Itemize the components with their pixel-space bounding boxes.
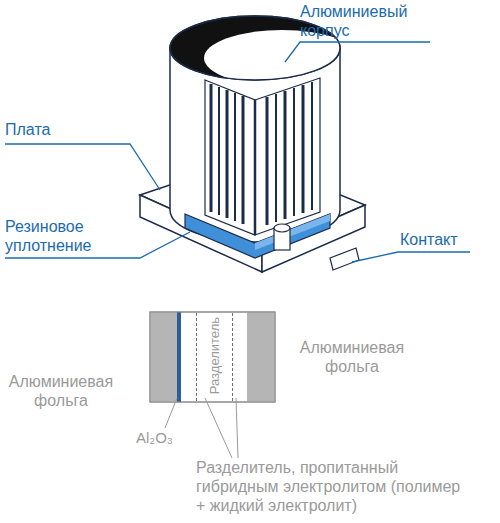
rubber-seal: [185, 214, 330, 258]
part-label: Резиновое уплотнение: [5, 217, 130, 255]
contact-lead: [330, 248, 359, 270]
leader-line: [352, 252, 470, 262]
winding-layer: [293, 88, 295, 216]
winding-layer: [234, 93, 236, 221]
cut-right-panel: [255, 78, 320, 235]
winding-layer: [218, 87, 220, 215]
winding-layer: [275, 94, 277, 222]
winding-layer: [266, 97, 269, 225]
winding-layer: [210, 84, 213, 212]
part-label: Al₂O₃: [136, 428, 196, 447]
foil-right: [247, 312, 275, 402]
section-outline: [150, 312, 275, 402]
leader-line: [285, 42, 430, 62]
cut-left-panel: [205, 80, 255, 235]
leader-line: [236, 398, 238, 458]
leader-line: [205, 398, 232, 458]
leader-line: [165, 398, 177, 428]
oxide-layer: [177, 312, 181, 402]
winding-layer: [242, 96, 245, 224]
part-label: Плата: [5, 120, 125, 139]
section-border: [150, 312, 275, 402]
winding-layer: [226, 90, 229, 218]
part-label: Алюминиевая фольга: [5, 372, 117, 410]
winding-layer: [311, 82, 313, 210]
separator-band: Разделитель: [196, 313, 233, 401]
winding-layer: [302, 85, 305, 213]
leader-line: [5, 144, 160, 190]
core-axis: [254, 100, 257, 235]
part-label: Разделитель, пропитанный гибридным элект…: [196, 458, 464, 515]
seal-highlight: [255, 214, 330, 250]
foil-left: [150, 312, 177, 402]
part-label: Алюминиевый корпус: [300, 2, 420, 40]
part-label: Алюминиевая фольга: [296, 338, 408, 376]
part-label: Контакт: [400, 230, 490, 249]
contact-top: [274, 224, 290, 232]
separator-label: Разделитель: [207, 317, 222, 394]
winding-layer: [284, 91, 287, 219]
winding-layers: [211, 82, 312, 235]
